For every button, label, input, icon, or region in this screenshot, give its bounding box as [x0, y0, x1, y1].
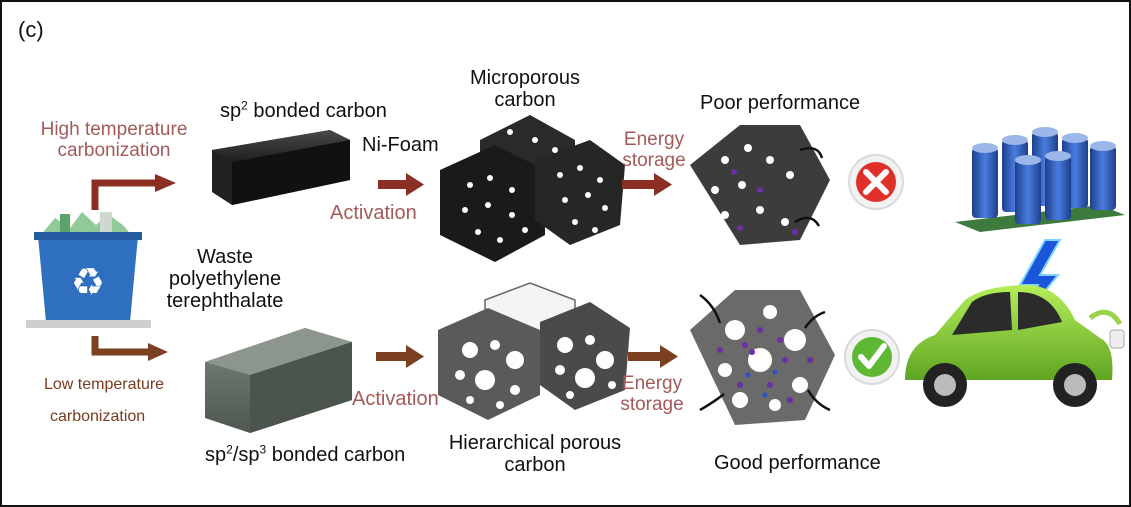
- high-temp-label: High temperature carbonization: [28, 119, 200, 162]
- sp2-carbon-block: [212, 130, 350, 205]
- microporous-line1: Microporous: [469, 67, 581, 89]
- sp2-sup: 2: [241, 98, 248, 113]
- good-performance-electrode: [690, 290, 835, 425]
- top-storage-arrow: [622, 173, 672, 196]
- poor-x-mark-icon: [848, 154, 904, 210]
- sp2-sp3-carbon-label: sp2/sp3 bonded carbon: [205, 442, 406, 466]
- waste-line2: polyethylene: [168, 268, 282, 290]
- waste-line3: terephthalate: [166, 290, 284, 312]
- good-check-mark-icon: [844, 329, 900, 385]
- waste-pet-bin-icon: ♻: [26, 212, 151, 328]
- sp2-sp3-carbon-block: [205, 328, 352, 433]
- top-energy-storage-label: Energy storage: [616, 129, 692, 172]
- bottom-energy-line1: Energy: [621, 373, 683, 394]
- low-temp-line2: carbonization: [50, 408, 146, 425]
- electric-car-icon: [905, 285, 1125, 407]
- supercapacitor-bank-icon: [955, 127, 1125, 232]
- sp2sp3-p2: /sp: [232, 444, 260, 466]
- bottom-branch-arrow: [91, 336, 168, 361]
- panel-label: (c): [18, 17, 44, 42]
- hierarchical-line1: Hierarchical porous: [448, 432, 622, 454]
- sp2sp3-suffix: bonded carbon: [266, 444, 406, 466]
- microporous-label: Microporous carbon: [445, 67, 605, 111]
- high-temp-line1: High temperature: [40, 119, 188, 140]
- microporous-carbon-hexagons: [440, 115, 625, 262]
- microporous-line2: carbon: [494, 89, 556, 111]
- sp2sp3-sup2: 3: [259, 442, 267, 457]
- hierarchical-porous-carbon-hexagons: [438, 282, 630, 420]
- poor-performance-electrode: [690, 125, 830, 245]
- good-performance-label: Good performance: [714, 452, 881, 474]
- sp2sp3-p1: sp: [205, 444, 227, 466]
- waste-line1: Waste: [197, 246, 253, 268]
- poor-performance-label: Poor performance: [700, 92, 861, 114]
- high-temp-line2: carbonization: [57, 139, 171, 161]
- sp2-prefix: sp: [220, 100, 242, 122]
- ni-foam-label: Ni-Foam: [362, 134, 439, 156]
- top-activation-label: Activation: [330, 202, 417, 224]
- top-energy-line1: Energy: [623, 129, 685, 150]
- waste-pet-label: Waste polyethylene terephthalate: [150, 246, 300, 312]
- top-branch-arrow: [91, 174, 176, 210]
- top-activation-arrow: [378, 173, 424, 196]
- bottom-energy-storage-label: Energy storage: [614, 373, 690, 416]
- bottom-storage-arrow: [628, 345, 678, 368]
- hierarchical-line2: carbon: [504, 454, 566, 476]
- low-temp-line1: Low temperature: [44, 376, 165, 393]
- bottom-energy-line2: storage: [620, 393, 684, 415]
- svg-text:♻: ♻: [71, 260, 105, 304]
- hierarchical-label: Hierarchical porous carbon: [430, 432, 640, 476]
- top-energy-line2: storage: [622, 149, 686, 171]
- sp2-carbon-label: sp2 bonded carbon: [220, 98, 387, 122]
- sp2-suffix: bonded carbon: [247, 100, 387, 122]
- bottom-activation-arrow: [376, 345, 424, 368]
- sp2sp3-sup1: 2: [226, 442, 233, 457]
- bottom-activation-label: Activation: [352, 388, 439, 410]
